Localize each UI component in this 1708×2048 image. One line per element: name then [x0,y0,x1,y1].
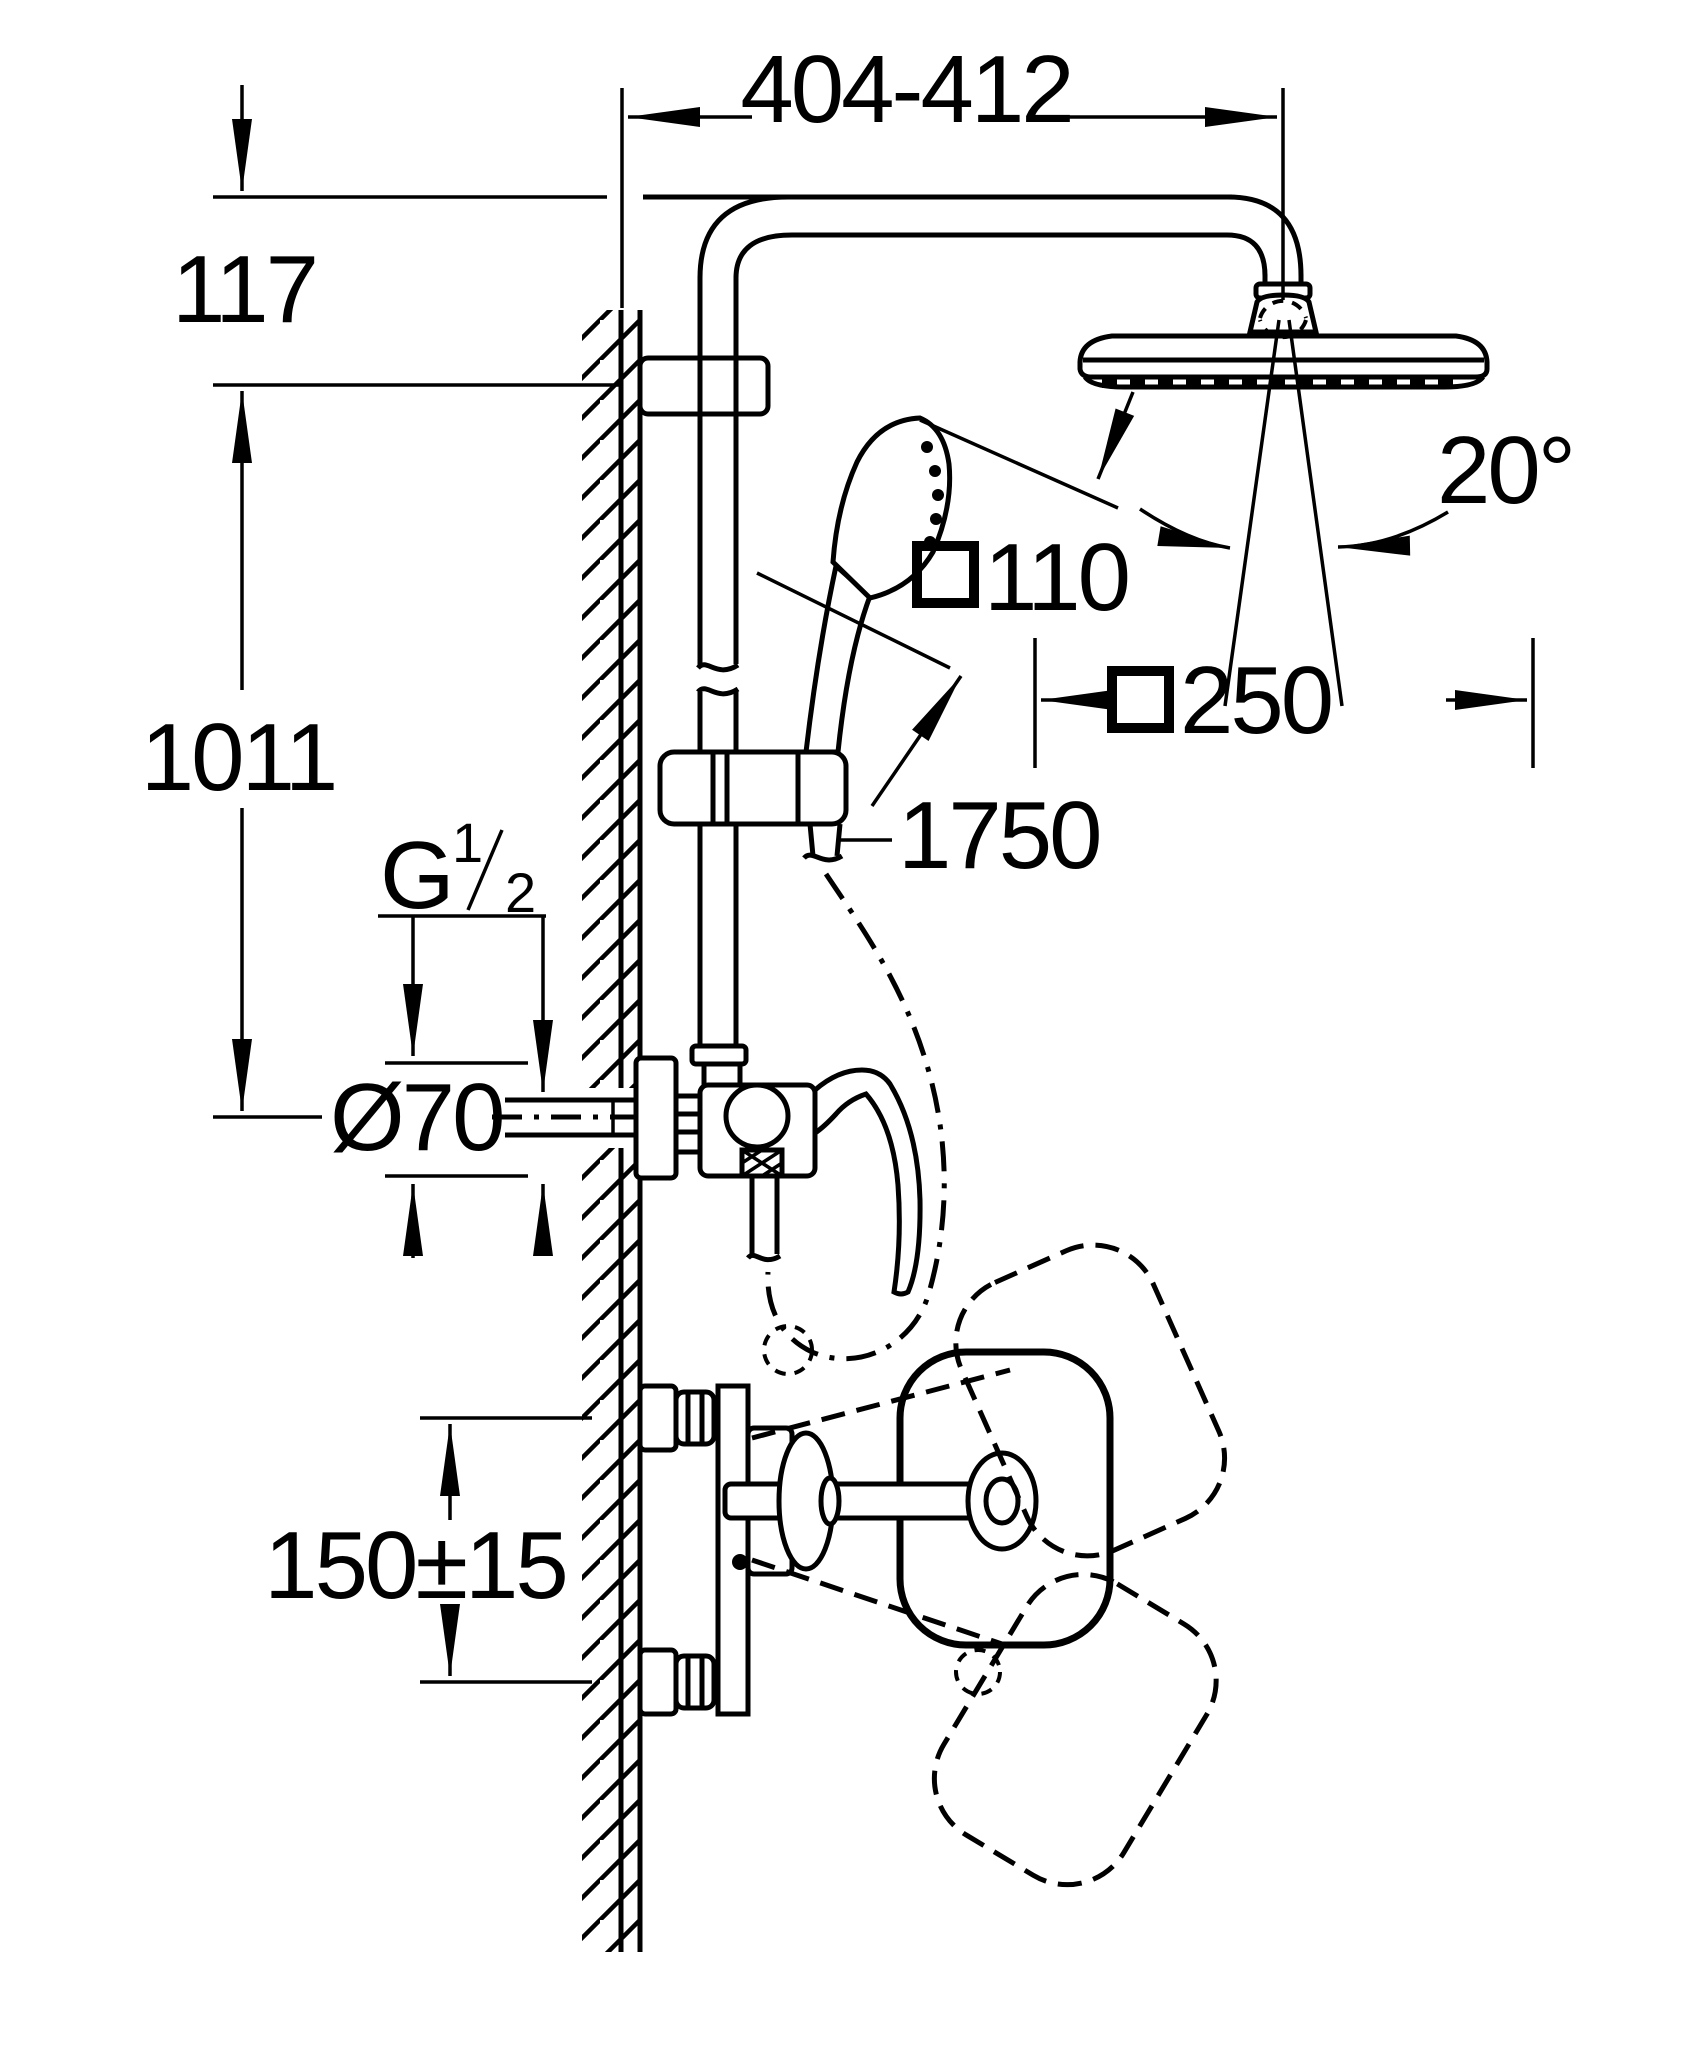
dim-label-riser-height: 1011 [141,704,335,811]
thread-denominator: 2 [505,861,536,924]
hand-shower-handle [803,561,873,755]
head-shower-nozzles [1102,378,1453,388]
shower-hose [765,872,947,1362]
escutcheon [633,1055,679,1181]
dim-handshower-size: 110 [756,391,1135,807]
dim-headshower-size: 250 [1033,638,1535,768]
head-shower [1077,292,1490,390]
plan-view [637,1242,1228,1888]
dim-head-offset: 117 [172,85,620,387]
dim-label-hose: 1750 [898,782,1100,889]
riser-union-nut [689,1043,749,1067]
dim-escutcheon: Ø70 [330,1061,553,1258]
mixer-valve [633,1043,923,1297]
dim-label-reach: 404-412 [740,36,1071,143]
ball-joint-dashes [1258,298,1308,319]
square-symbol-250 [1107,666,1174,733]
head-shower-body [1077,333,1490,380]
spray-angle-lines [1223,319,1344,707]
supply-connection-top [637,1383,717,1453]
screw-dot [732,1554,748,1570]
supply-pipe-stub [492,1088,650,1148]
wall-bracket [637,355,771,417]
thread-numerator: 1 [452,811,483,874]
s-union [673,1093,703,1155]
dim-label-spray-angle: 20° [1437,417,1573,524]
swivel-range-phantom [751,1242,1228,1888]
shower-arm-plan [722,1481,1003,1521]
dim-thread: G 1 2 [378,811,553,1092]
thread-g-label: G [380,822,452,929]
mounting-plate [715,1383,751,1717]
dim-reach: 404-412 [620,36,1285,308]
square-symbol-110 [912,541,979,608]
dim-label-head-offset: 117 [172,236,316,343]
dim-label-handshower: 110 [984,524,1128,631]
lever-handle [812,1067,923,1297]
dim-label-spacing: 150±15 [264,1512,566,1619]
cartridge-dome [723,1082,791,1150]
dim-riser-height: 1011 [141,391,338,1119]
dimensions: 404-412 117 1011 G 1 2 [141,36,1576,1684]
thread-slash [466,829,504,911]
dim-label-escutcheon: Ø70 [330,1064,502,1171]
hand-shower [803,415,953,755]
shower-arm-and-riser [637,194,1313,1046]
hand-shower-holder [657,749,849,863]
dim-spray-angle: 20° [1139,417,1576,556]
supply-connection-bottom [637,1647,717,1717]
dim-connection-spacing: 150±15 [264,1416,592,1684]
hose-outlet-thread [739,1147,785,1179]
dim-hose-length: 1750 [838,782,1103,889]
dim-label-headshower: 250 [1180,647,1331,754]
